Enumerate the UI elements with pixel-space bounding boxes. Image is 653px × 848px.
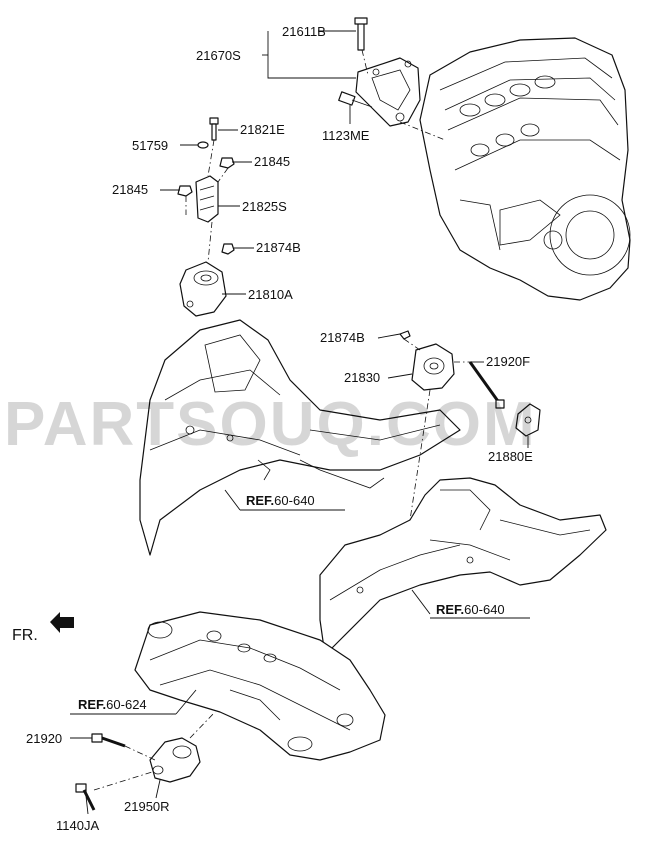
callout-21874b-mid: 21874B bbox=[320, 330, 365, 345]
nut-21874b-upper bbox=[221, 243, 235, 255]
callout-1140ja: 1140JA bbox=[56, 818, 99, 833]
bolt-21920 bbox=[91, 733, 126, 748]
nut-21874b-mid bbox=[399, 330, 411, 340]
callout-21920f: 21920F bbox=[486, 354, 530, 369]
callout-21920: 21920 bbox=[26, 731, 62, 746]
callout-labels: 21611B 21670S 1123ME 21821E 51759 21845 … bbox=[26, 24, 533, 833]
callout-21950r: 21950R bbox=[124, 799, 170, 814]
callout-21810a: 21810A bbox=[248, 287, 293, 302]
callout-21821e: 21821E bbox=[240, 122, 285, 137]
mount-21830 bbox=[411, 343, 455, 391]
bolt-1123me bbox=[338, 91, 373, 108]
callout-21825s: 21825S bbox=[242, 199, 287, 214]
engine-block bbox=[419, 37, 631, 301]
callout-21845-upper: 21845 bbox=[254, 154, 290, 169]
bolt-21920f bbox=[468, 361, 505, 409]
callout-1123me: 1123ME bbox=[322, 128, 370, 143]
bolt-21821e bbox=[209, 117, 219, 141]
reference-60-640-right: REF.60-640 bbox=[436, 602, 505, 617]
bolt-21611b bbox=[354, 17, 368, 51]
watermark: PARTSOUQ.COM bbox=[4, 390, 537, 459]
bolt-1140ja bbox=[75, 783, 96, 811]
bracket-21825s bbox=[195, 175, 219, 223]
callout-21845-lower: 21845 bbox=[112, 182, 148, 197]
engine-mount-bracket bbox=[355, 57, 421, 127]
reference-60-640-left: REF.60-640 bbox=[246, 493, 315, 508]
front-side-member-right bbox=[319, 477, 607, 656]
plate-21880e bbox=[515, 403, 541, 437]
callout-21670s: 21670S bbox=[196, 48, 241, 63]
reference-60-624: REF.60-624 bbox=[78, 697, 147, 712]
callout-21611b: 21611B bbox=[282, 24, 326, 39]
leader-lines bbox=[70, 30, 529, 815]
reference-rules bbox=[70, 509, 530, 715]
reference-labels: REF.60-640 REF.60-640 REF.60-624 bbox=[78, 493, 505, 712]
nut-21845-upper bbox=[219, 157, 235, 169]
roll-rod-21950r bbox=[149, 737, 201, 783]
mount-21810a bbox=[179, 261, 227, 317]
nut-21845-lower bbox=[177, 185, 193, 197]
direction-label: FR. bbox=[12, 627, 38, 644]
callout-21880e: 21880E bbox=[488, 449, 533, 464]
washer-51759 bbox=[197, 141, 209, 149]
callout-21830: 21830 bbox=[344, 370, 380, 385]
front-direction-arrow bbox=[50, 612, 74, 633]
front-subframe bbox=[134, 611, 386, 761]
front-side-member-left bbox=[139, 319, 461, 556]
callout-21874b-upper: 21874B bbox=[256, 240, 301, 255]
callout-51759: 51759 bbox=[132, 138, 168, 153]
